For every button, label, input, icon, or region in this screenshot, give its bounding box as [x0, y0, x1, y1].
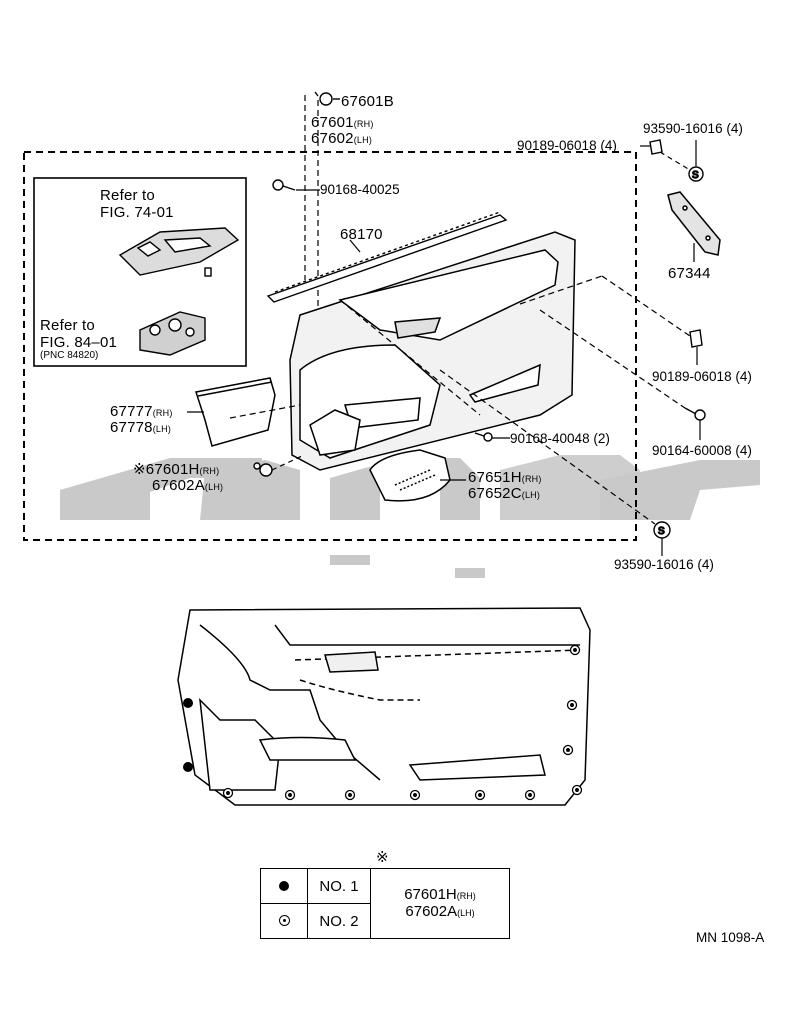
screw-90164-drawing: [684, 407, 706, 421]
legend-symbol-cell: [260, 903, 308, 939]
part-label-68170: 68170: [340, 226, 383, 243]
legend-part-rh: 67601H(RH): [371, 885, 509, 904]
svg-text:S: S: [692, 170, 699, 181]
rh-suffix: (RH): [199, 466, 220, 476]
door-panel-rear-view: [177, 607, 591, 806]
refer-fig-84-line2: FIG. 84–01: [40, 334, 118, 351]
lh-suffix: (LH): [457, 907, 475, 918]
door-pocket-67777-drawing: [195, 377, 276, 447]
refer-fig-84-line1: Refer to: [40, 317, 95, 334]
rh-suffix: (RH): [152, 408, 173, 418]
lh-suffix: (LH): [353, 135, 373, 145]
legend-part-lh: 67602A(LH): [371, 902, 509, 921]
lh-suffix: (LH): [152, 424, 172, 434]
nut-93590-top-drawing: S: [688, 166, 704, 182]
part-number: 67601H: [404, 885, 457, 903]
part-label-67602a-lh: 67602A(LH): [152, 478, 223, 495]
part-label-90189-top: 90189-06018 (4): [517, 138, 617, 153]
part-label-90168-40048: 90168-40048 (2): [510, 431, 610, 446]
part-label-67651h-rh: 67651H(RH): [468, 470, 542, 487]
window-molding-68170-drawing: [266, 211, 508, 303]
clip-no1-marker: [183, 698, 193, 708]
part-label-67777-rh: 67777(RH): [110, 404, 173, 421]
lh-suffix: (LH): [204, 482, 224, 492]
refer-fig-74-line1: Refer to: [100, 187, 155, 204]
clip-67601h-drawing: [253, 462, 273, 477]
part-number: 67602A: [405, 902, 458, 920]
part-label-90168-40025: 90168-40025: [320, 182, 400, 197]
drawing-number: MN 1098-A: [696, 930, 765, 945]
part-number: 67652C: [468, 485, 522, 502]
rh-suffix: (RH): [353, 119, 374, 129]
legend-row2-label: NO. 2: [307, 903, 371, 939]
svg-text:S: S: [658, 526, 665, 537]
nut-93590-bottom-drawing: S: [653, 521, 671, 539]
leader-line: [339, 299, 481, 416]
part-number: 67778: [110, 419, 153, 436]
screw-90168-40048-drawing: [474, 432, 493, 442]
part-number: 67602: [311, 130, 354, 147]
part-number: 67602A: [152, 477, 205, 494]
clip-no2-markers: [222, 644, 583, 801]
part-label-67602-lh: 67602(LH): [311, 131, 372, 148]
leader-line: [519, 275, 603, 305]
leader-line: [271, 455, 303, 471]
legend-parts-cell: 67601H(RH) 67602A(LH): [370, 868, 510, 939]
clip-legend-table: NO. 1 67601H(RH) 67602A(LH) NO. 2: [260, 868, 510, 939]
part-label-67344: 67344: [668, 265, 711, 282]
part-label-90189-right: 90189-06018 (4): [652, 369, 752, 384]
clip-position-markers: [183, 644, 583, 801]
speaker-cover-67651h-drawing: [369, 449, 451, 502]
clip-67601b-drawing: [314, 91, 340, 106]
legend-row1-label: NO. 1: [307, 868, 371, 904]
leader-line: [539, 309, 686, 409]
legend-symbol-cell: [260, 868, 308, 904]
leader-line: [229, 404, 301, 419]
part-number: 67601H: [145, 461, 200, 478]
part-label-67778-lh: 67778(LH): [110, 420, 171, 437]
assembly-dashed-frame: [23, 151, 637, 541]
leader-line: [601, 275, 691, 337]
part-label-90164: 90164-60008 (4): [652, 443, 752, 458]
part-number: 67777: [110, 403, 153, 420]
ring-dot-icon: [278, 914, 290, 926]
rh-suffix: (RH): [456, 890, 476, 901]
leader-line: [659, 151, 691, 171]
part-label-67601-rh: 67601(RH): [311, 115, 374, 132]
part-label-93590-top: 93590-16016 (4): [643, 121, 743, 136]
refer-fig-74-line2: FIG. 74-01: [100, 204, 174, 221]
part-number: 67601: [311, 114, 354, 131]
part-number: 67651H: [468, 469, 522, 486]
door-trim-panel-drawing: [289, 231, 576, 471]
lh-suffix: (LH): [521, 490, 541, 500]
leader-line: [349, 239, 361, 253]
bolt-90189-top-drawing: [649, 139, 663, 155]
part-label-67652c-lh: 67652C(LH): [468, 486, 540, 503]
part-label-67601b: 67601B: [341, 93, 394, 110]
bolt-90189-right-drawing: [689, 329, 703, 348]
part-label-93590-bottom: 93590-16016 (4): [614, 557, 714, 572]
mirror-switch-drawing: [139, 311, 206, 356]
bracket-67344-drawing: [667, 191, 721, 256]
refer-fig-84-pnc: (PNC 84820): [40, 350, 99, 361]
clip-no1-marker: [183, 762, 193, 772]
filled-dot-icon: [279, 880, 289, 891]
rh-suffix: (RH): [521, 474, 542, 484]
leader-line: [439, 369, 656, 525]
part-label-67601h-rh: ※67601H(RH): [133, 462, 219, 479]
power-window-switch-drawing: [118, 227, 240, 277]
legend-asterisk: ※: [376, 849, 389, 866]
screw-90168-40025-drawing: [272, 179, 296, 191]
asterisk-mark: ※: [133, 461, 146, 478]
